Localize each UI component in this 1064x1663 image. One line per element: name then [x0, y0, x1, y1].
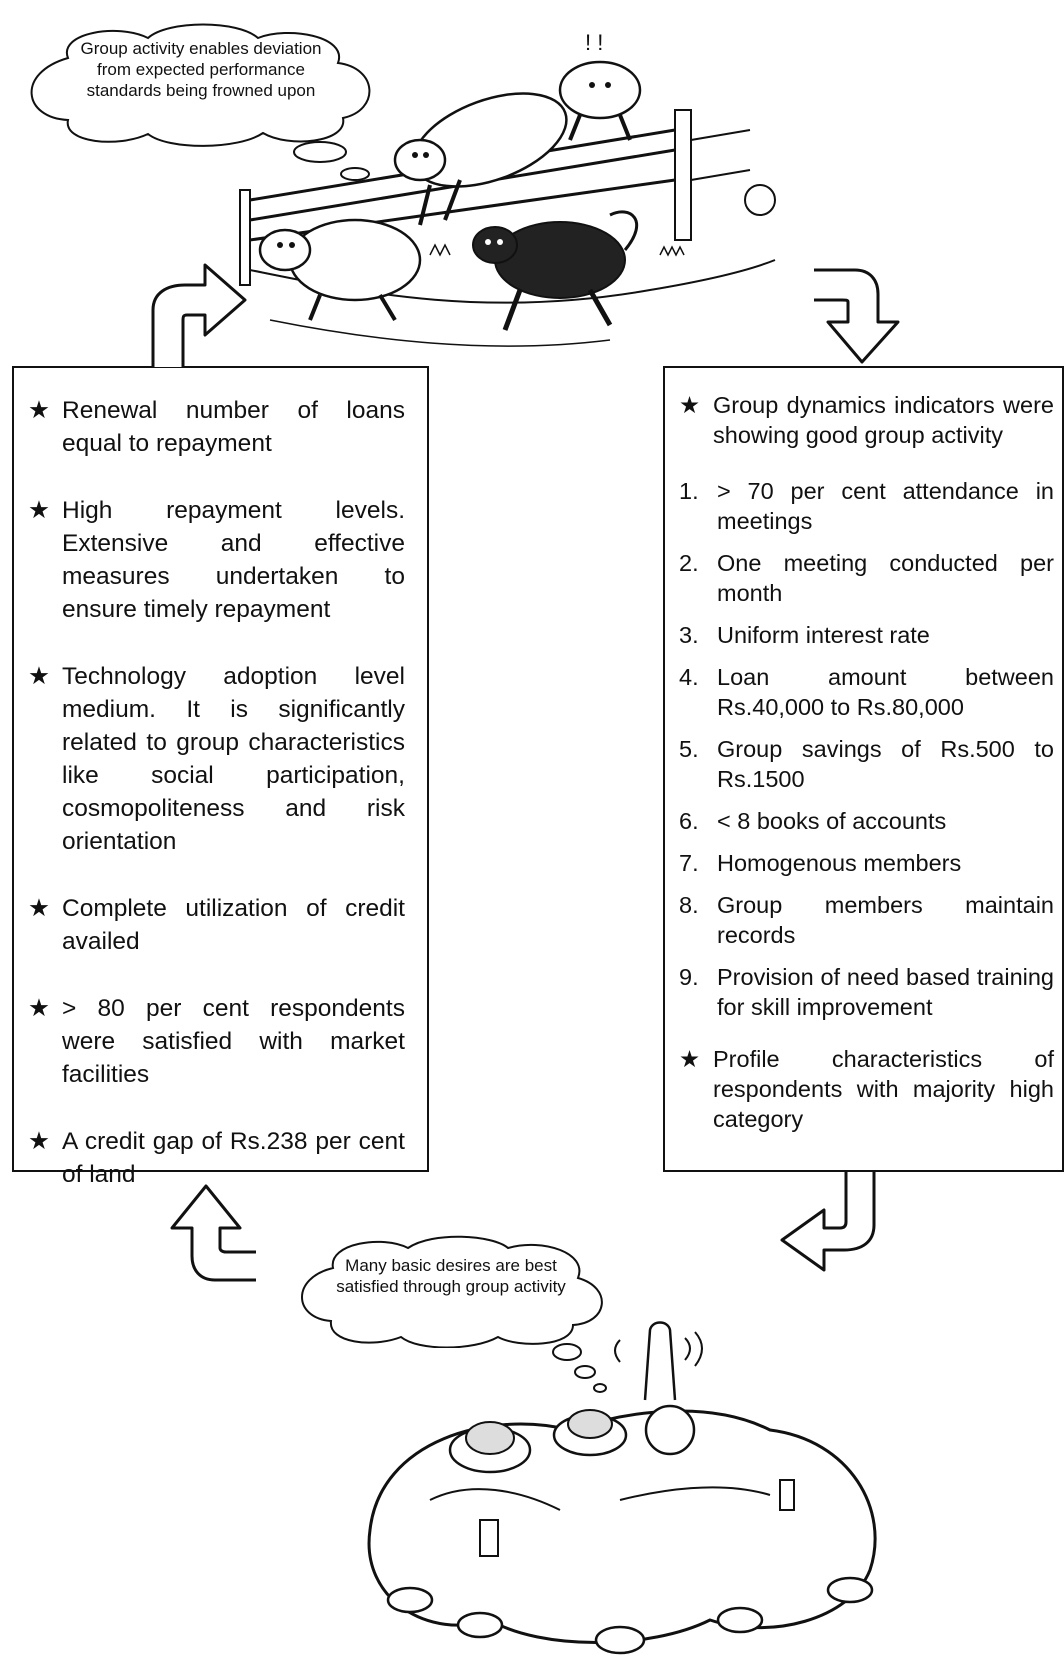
item-number: 1.: [679, 478, 699, 504]
star-icon: ★: [28, 895, 50, 922]
item-text: Group members maintain records: [717, 892, 1054, 948]
item-number: 3.: [679, 622, 699, 648]
numbered-item: 3. Uniform interest rate: [679, 620, 1054, 650]
item-text: Renewal number of loans equal to repayme…: [62, 397, 405, 457]
item-text: Complete utilization of credit availed: [62, 895, 405, 955]
star-icon: ★: [28, 995, 50, 1022]
star-icon: ★: [679, 1046, 701, 1072]
list-item: ★ > 80 per cent respondents were satisfi…: [28, 992, 405, 1091]
arrow-right-down-icon: [814, 268, 900, 364]
star-icon: ★: [679, 392, 701, 418]
numbered-item: 1. > 70 per cent attendance in meetings: [679, 476, 1054, 536]
item-text: Group savings of Rs.500 to Rs.1500: [717, 736, 1054, 792]
list-item: ★ Technology adoption level medium. It i…: [28, 660, 405, 858]
item-text: One meeting conducted per month: [717, 550, 1054, 606]
item-text: Technology adoption level medium. It is …: [62, 663, 405, 855]
indicators-header: Group dynamics indicators were showing g…: [713, 392, 1054, 448]
item-text: Provision of need based training for ski…: [717, 964, 1054, 1020]
arrow-up-right-icon: [151, 263, 247, 367]
cloud-outline-icon: [30, 23, 371, 147]
item-text: Uniform interest rate: [717, 622, 930, 648]
star-icon: ★: [28, 397, 50, 424]
item-text: > 70 per cent attendance in meetings: [717, 478, 1054, 534]
bottom-thought-cloud: Many basic desires are best satisfied th…: [283, 1233, 613, 1348]
list-item: ★ High repayment levels. Extensive and e…: [28, 494, 405, 626]
indicators-box: ★ Group dynamics indicators were showing…: [663, 366, 1064, 1172]
numbered-item: 4. Loan amount between Rs.40,000 to Rs.8…: [679, 662, 1054, 722]
arrow-down-left-icon: [780, 1172, 876, 1272]
star-icon: ★: [28, 497, 50, 524]
item-number: 2.: [679, 550, 699, 576]
numbered-item: 5. Group savings of Rs.500 to Rs.1500: [679, 734, 1054, 794]
item-number: 4.: [679, 664, 699, 690]
list-item: ★ A credit gap of Rs.238 per cent of lan…: [28, 1125, 405, 1191]
group-huddle-illustration: [367, 1321, 877, 1655]
sheep-fence-illustration: ! !: [239, 30, 776, 347]
item-text: > 80 per cent respondents were satisfied…: [62, 995, 405, 1088]
numbered-item: 2. One meeting conducted per month: [679, 548, 1054, 608]
item-number: 5.: [679, 736, 699, 762]
cloud-outline-icon: [301, 1235, 603, 1348]
top-thought-cloud: Group activity enables deviation from ex…: [8, 18, 388, 148]
item-text: Loan amount between Rs.40,000 to Rs.80,0…: [717, 664, 1054, 720]
numbered-item: 8. Group members maintain records: [679, 890, 1054, 950]
numbered-item: 6. < 8 books of accounts: [679, 806, 1054, 836]
thought-bubbles-icon: [552, 1343, 607, 1393]
item-number: 8.: [679, 892, 699, 918]
item-text: Homogenous members: [717, 850, 962, 876]
indicators-footer: Profile characteristics of respondents w…: [713, 1046, 1054, 1132]
item-text: A credit gap of Rs.238 per cent of land: [62, 1128, 405, 1188]
list-item: ★ Group dynamics indicators were showing…: [679, 390, 1054, 450]
star-icon: ★: [28, 663, 50, 690]
numbered-item: 9. Provision of need based training for …: [679, 962, 1054, 1022]
numbered-item: 7. Homogenous members: [679, 848, 1054, 878]
item-number: 6.: [679, 808, 699, 834]
outcomes-box: ★ Renewal number of loans equal to repay…: [12, 366, 429, 1188]
item-text: High repayment levels. Extensive and eff…: [62, 497, 405, 623]
item-text: < 8 books of accounts: [717, 808, 947, 834]
item-number: 9.: [679, 964, 699, 990]
item-number: 7.: [679, 850, 699, 876]
star-icon: ★: [28, 1128, 50, 1155]
thought-bubbles-icon: [293, 141, 370, 181]
svg-text:! !: ! !: [585, 30, 603, 55]
list-item: ★ Profile characteristics of respondents…: [679, 1044, 1054, 1134]
bottom-cloud-text: Many basic desires are best satisfied th…: [336, 1256, 566, 1296]
arrow-left-up-icon: [170, 1184, 256, 1282]
list-item: ★ Renewal number of loans equal to repay…: [28, 394, 405, 460]
list-item: ★ Complete utilization of credit availed: [28, 892, 405, 958]
top-cloud-text: Group activity enables deviation from ex…: [80, 39, 322, 100]
